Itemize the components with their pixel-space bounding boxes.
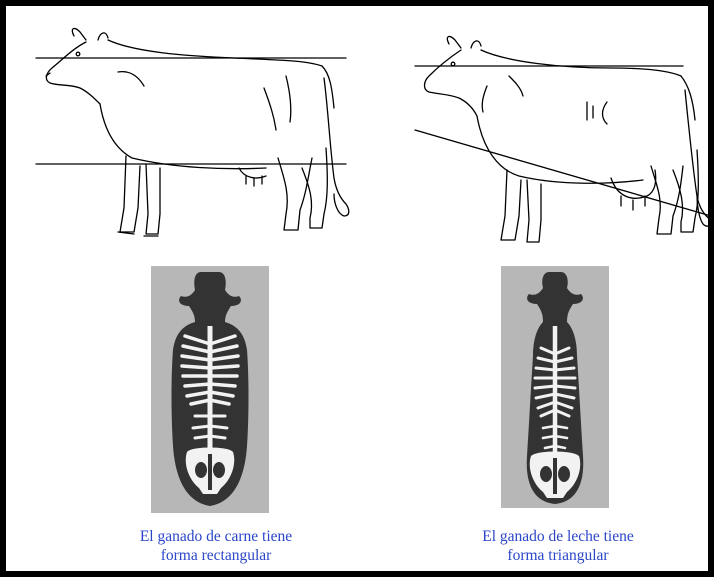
- dairy-cow-illustration: [411, 20, 714, 250]
- rib-cage: [180, 334, 240, 406]
- slanted-guide-line: [414, 129, 712, 217]
- dairy-caption: El ganado de leche tiene forma triangula…: [482, 528, 634, 564]
- beef-carcass-image: [151, 266, 269, 513]
- rib-cage: [533, 346, 577, 418]
- beef-caption: El ganado de carne tiene forma rectangul…: [139, 528, 293, 564]
- dairy-carcass-image: [501, 266, 609, 508]
- beef-cow-illustration: [34, 18, 354, 248]
